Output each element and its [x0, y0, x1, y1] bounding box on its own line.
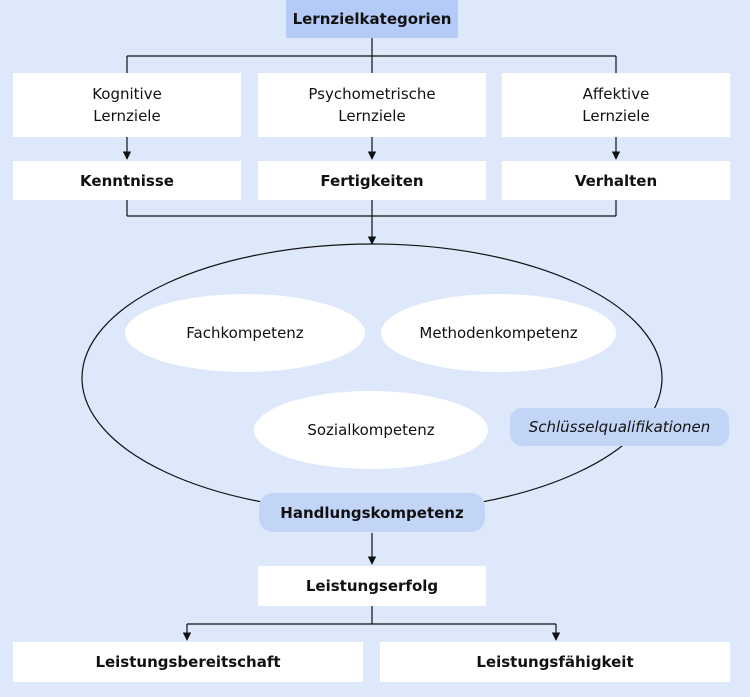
leistungserfolg-box: Leistungserfolg	[258, 566, 486, 606]
result-label: Fertigkeiten	[320, 171, 424, 190]
title-label: Lernzielkategorien	[292, 10, 452, 28]
result-label: Verhalten	[574, 171, 658, 190]
ellipse-fachkompetenz: Fachkompetenz	[125, 294, 365, 372]
leistungsfaehigkeit-box: Leistungsfähigkeit	[380, 642, 730, 682]
methodenkompetenz-label: Methodenkompetenz	[419, 324, 578, 342]
category-line2: Lernziele	[93, 107, 161, 125]
schluesselqualifikationen-pill: Schlüsselqualifikationen	[510, 408, 729, 446]
leistungserfolg-label: Leistungserfolg	[305, 577, 439, 595]
result-box-verhalten: Verhalten	[502, 161, 730, 200]
category-box-kognitiv: Kognitive Lernziele	[13, 73, 241, 137]
ellipse-sozialkompetenz: Sozialkompetenz	[254, 391, 488, 469]
leistungsbereitschaft-box: Leistungsbereitschaft	[13, 642, 363, 682]
big-ellipse	[81, 243, 663, 513]
category-box-affektiv: Affektive Lernziele	[502, 73, 730, 137]
sozialkompetenz-label: Sozialkompetenz	[307, 421, 435, 439]
category-line1: Kognitive	[92, 85, 162, 103]
category-line1: Psychometrische	[308, 85, 436, 103]
result-label: Kenntnisse	[80, 171, 174, 190]
category-line2: Lernziele	[582, 107, 650, 125]
schluesselqualifikationen-label: Schlüsselqualifikationen	[528, 418, 711, 436]
category-box-psychometrisch: Psychometrische Lernziele	[258, 73, 486, 137]
title-box: Lernzielkategorien	[286, 0, 458, 38]
handlungskompetenz-pill: Handlungskompetenz	[259, 493, 485, 532]
result-box-kenntnisse: Kenntnisse	[13, 161, 241, 200]
category-line1: Affektive	[582, 85, 650, 103]
handlungskompetenz-label: Handlungskompetenz	[280, 503, 464, 522]
ellipse-methodenkompetenz: Methodenkompetenz	[381, 294, 616, 372]
category-line2: Lernziele	[338, 107, 406, 125]
result-box-fertigkeiten: Fertigkeiten	[258, 161, 486, 200]
leistungsbereitschaft-label: Leistungsbereitschaft	[95, 653, 281, 671]
fachkompetenz-label: Fachkompetenz	[186, 324, 304, 342]
leistungsfaehigkeit-label: Leistungsfähigkeit	[476, 653, 634, 671]
